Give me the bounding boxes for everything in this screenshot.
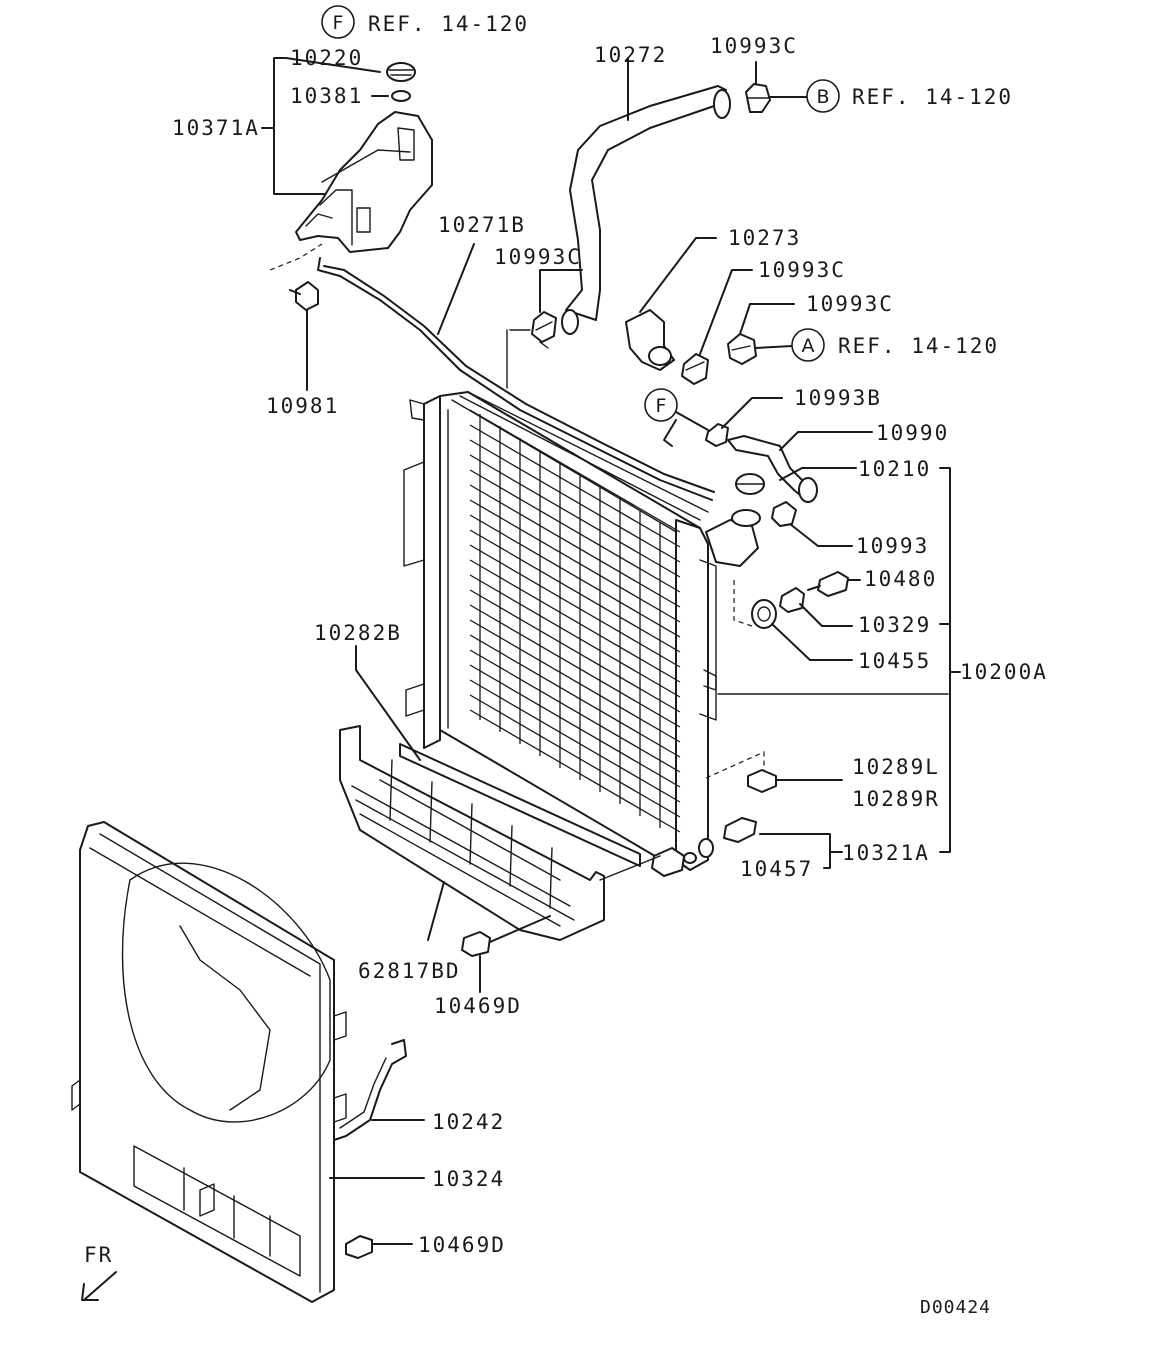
label-10220: 10220	[290, 46, 363, 70]
reserve-tank	[295, 111, 433, 253]
ref-f-mid: F	[644, 388, 709, 447]
bushing-10455	[733, 580, 853, 661]
label-10289L: 10289L	[852, 755, 940, 779]
ref-f-top: F REF. 14-120	[321, 5, 529, 39]
label-10981: 10981	[266, 394, 339, 418]
bushing-10329	[779, 587, 853, 627]
label-10993B: 10993B	[794, 386, 882, 410]
label-10200A: 10200A	[960, 660, 1048, 684]
label-10329: 10329	[858, 613, 931, 637]
label-10242: 10242	[432, 1110, 505, 1134]
radiator-assembly	[355, 391, 949, 877]
hose-clamp-10993	[771, 501, 853, 547]
label-10457: 10457	[740, 857, 813, 881]
svg-text:REF. 14-120: REF. 14-120	[852, 85, 1013, 109]
front-direction-arrow	[81, 1271, 117, 1301]
diagram-code: D00424	[920, 1297, 991, 1318]
ref-b: B REF. 14-120	[806, 79, 1013, 113]
radiator-cap-10210	[735, 473, 765, 495]
reserve-tank-cap	[386, 62, 416, 82]
svg-text:A: A	[802, 335, 815, 357]
overflow-hose	[317, 243, 715, 501]
reserve-tank-group	[261, 57, 433, 253]
hose-clamp-10993C-left	[506, 269, 583, 389]
hose-clamp-10993C-mid2	[727, 303, 795, 365]
label-10480: 10480	[864, 567, 937, 591]
ref-a: A REF. 14-120	[791, 328, 999, 362]
svg-text:REF. 14-120: REF. 14-120	[368, 12, 529, 36]
label-10993C-mid1: 10993C	[758, 258, 846, 282]
label-10273: 10273	[728, 226, 801, 250]
drain-plug-10289	[705, 751, 843, 793]
label-10282B: 10282B	[314, 621, 402, 645]
label-62817BD: 62817BD	[358, 959, 461, 983]
hose-10990	[727, 431, 873, 503]
svg-text:F: F	[656, 395, 667, 417]
upper-radiator-hose	[561, 57, 731, 335]
label-10381: 10381	[290, 84, 363, 108]
svg-text:REF. 14-120: REF. 14-120	[838, 334, 999, 358]
label-10289R: 10289R	[852, 787, 940, 811]
bolt-10981	[269, 243, 323, 391]
svg-text:F: F	[333, 12, 344, 34]
label-10469D-bottom: 10469D	[418, 1233, 506, 1257]
wiring-harness-10242	[333, 1039, 425, 1141]
label-10469D-mid: 10469D	[434, 994, 522, 1018]
label-10321A: 10321A	[842, 841, 930, 865]
radiator-hose-10273	[625, 237, 717, 371]
radiator-core-fins	[469, 409, 681, 833]
bolt-10469D-bottom	[345, 1235, 413, 1259]
bracket-10200A	[939, 467, 961, 853]
label-10993C-mid2: 10993C	[806, 292, 894, 316]
label-10271B: 10271B	[438, 213, 526, 237]
label-10324: 10324	[432, 1167, 505, 1191]
fan-shroud	[71, 821, 425, 1303]
orientation-label: FR	[84, 1243, 113, 1267]
bolt-10480	[807, 571, 861, 597]
hose-clamp-10993B	[705, 397, 783, 447]
label-10990: 10990	[876, 421, 949, 445]
label-10210: 10210	[858, 457, 931, 481]
label-10993: 10993	[856, 534, 929, 558]
svg-text:B: B	[816, 86, 829, 108]
label-10455: 10455	[858, 649, 931, 673]
drain-cock-10321A	[698, 817, 843, 869]
hose-clamp-10993C-mid1	[681, 269, 753, 385]
label-10993C-left: 10993C	[494, 245, 582, 269]
hose-clamp-10993C-top	[745, 61, 807, 113]
label-10272: 10272	[594, 43, 667, 67]
label-10371A: 10371A	[172, 116, 260, 140]
reserve-tank-gasket	[391, 90, 411, 102]
lower-support-panel	[339, 725, 661, 993]
label-10993C-top: 10993C	[710, 34, 798, 58]
